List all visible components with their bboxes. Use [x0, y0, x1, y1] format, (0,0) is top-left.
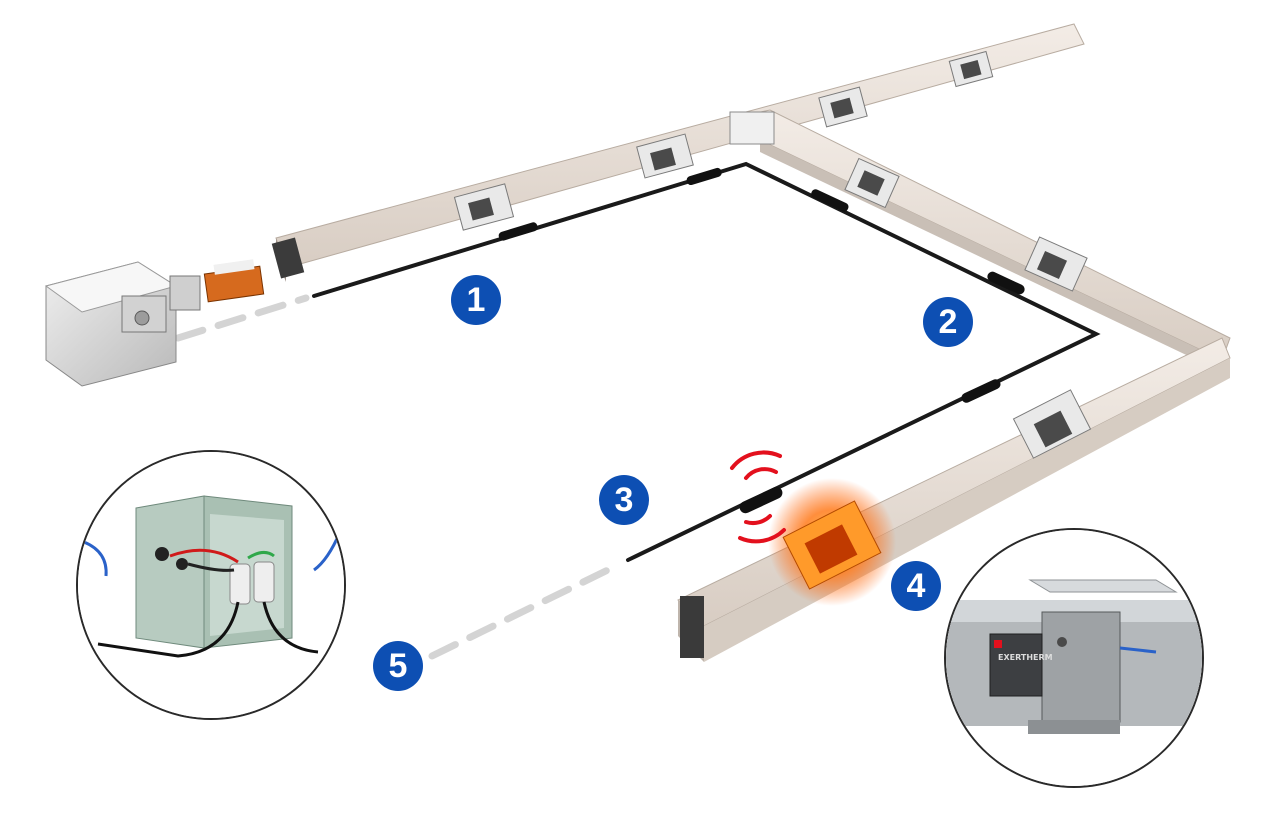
busbar-rail-top — [271, 23, 1085, 282]
callout-marker-4: 4 — [890, 560, 942, 612]
busbar-rail-bottom — [677, 337, 1231, 662]
rail-joint — [636, 133, 694, 179]
callout-label: 5 — [388, 647, 408, 685]
enclosure-inset — [76, 450, 346, 720]
overheating-joint — [768, 478, 896, 606]
rail-joint — [844, 157, 900, 209]
rail-joint — [948, 50, 994, 88]
rail-joint — [453, 183, 515, 231]
callout-label: 1 — [466, 281, 486, 319]
joint-sensor-image: EXERTHERM — [946, 530, 1202, 786]
callout-label: 2 — [938, 303, 958, 341]
wireless-signal-icon — [730, 450, 786, 544]
callout-marker-3: 3 — [598, 474, 650, 526]
rail-joint — [1012, 389, 1092, 459]
rail-joint — [818, 86, 868, 128]
callout-label: 3 — [614, 481, 634, 519]
terminal-connector — [203, 259, 265, 303]
busbar-rail-branch — [729, 109, 1231, 372]
sensor-brand-label: EXERTHERM — [998, 653, 1053, 662]
rail-joint — [1024, 236, 1088, 292]
callout-marker-1: 1 — [450, 274, 502, 326]
tap-off-box — [44, 261, 201, 387]
dashed-link — [174, 294, 620, 660]
callout-marker-5: 5 — [372, 640, 424, 692]
sensor-inset: EXERTHERM — [944, 528, 1204, 788]
callout-label: 4 — [906, 567, 926, 605]
callout-marker-2: 2 — [922, 296, 974, 348]
control-enclosure-image — [78, 452, 344, 718]
cable-sensor-nodes — [498, 167, 1025, 514]
